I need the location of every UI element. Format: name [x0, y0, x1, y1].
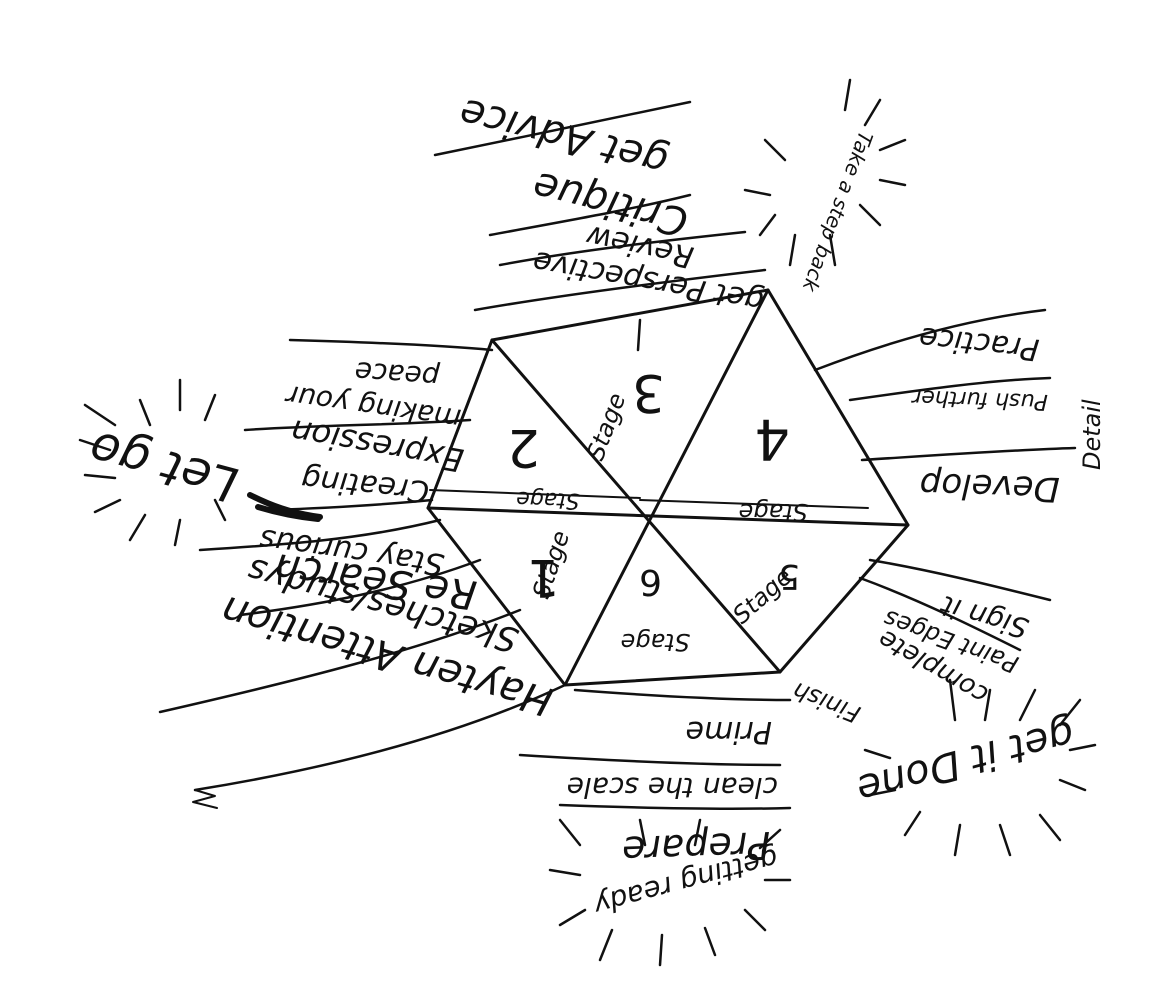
stage-4-word: Stage: [739, 498, 808, 526]
stage-2: Stage 2: [507, 417, 580, 513]
label-detail: Detail: [1078, 399, 1106, 470]
label-finish: Finish: [789, 676, 864, 728]
stage-6-word: Stage: [621, 628, 690, 656]
stage-1: Stage 1: [527, 527, 575, 607]
stage-3: Stage 3: [581, 362, 665, 464]
burst-take-step-back: Take a step back: [745, 80, 905, 296]
label-practice: Practice: [917, 319, 1040, 366]
stage-2-number: 2: [507, 417, 540, 477]
label-push-further: Push further: [910, 384, 1048, 414]
label-peace: peace: [354, 355, 442, 394]
label-clean-the-scale: clean the scale: [567, 771, 778, 804]
burst-get-it-done-text: get it Done: [852, 710, 1079, 812]
stage-6: Stage 6: [621, 561, 690, 656]
label-prime: Prime: [686, 714, 772, 749]
stage-3-number: 3: [632, 362, 665, 422]
label-develop: Develop: [919, 464, 1060, 509]
stage-6-number: 6: [639, 561, 662, 602]
burst-let-go-text: Let go: [84, 420, 244, 513]
burst-let-go: Let go: [80, 380, 243, 545]
stage-2-word: Stage: [516, 486, 580, 513]
stage-5-number: 5: [778, 556, 800, 596]
stage-1-number: 1: [527, 547, 560, 607]
stage-5: Stage 5: [727, 556, 800, 629]
stage-3-word: Stage: [581, 389, 631, 464]
stage-4: Stage 4: [739, 406, 808, 526]
stage-4-number: 4: [754, 406, 790, 471]
